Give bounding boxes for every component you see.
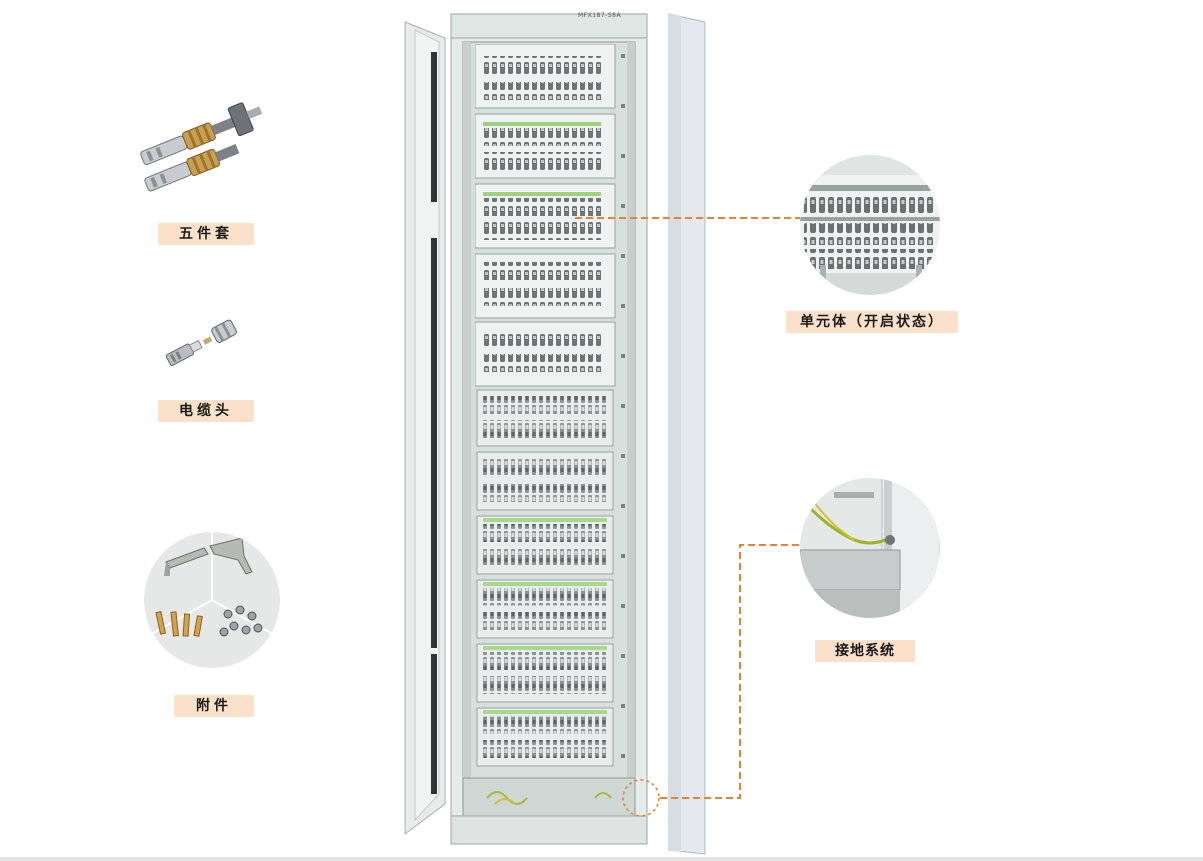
attachments-image bbox=[144, 532, 280, 668]
five-piece-set-label: 五件套 bbox=[158, 223, 254, 245]
attachments-label: 附件 bbox=[174, 695, 254, 717]
grounding-system-detail-image bbox=[800, 478, 940, 618]
unit-body-detail-image bbox=[800, 155, 940, 295]
model-plate: MFX187-S8A bbox=[578, 12, 622, 19]
grounding-callout-line bbox=[660, 544, 800, 799]
unit-body-label: 单元体（开启状态） bbox=[786, 311, 958, 333]
five-piece-set-image bbox=[140, 102, 263, 192]
grounding-system-label: 接地系统 bbox=[815, 640, 915, 662]
bottom-divider bbox=[0, 857, 1203, 861]
terminal-module-rows bbox=[475, 44, 625, 767]
cable-head-label: 电缆头 bbox=[158, 400, 254, 422]
cable-head-image bbox=[165, 319, 237, 366]
